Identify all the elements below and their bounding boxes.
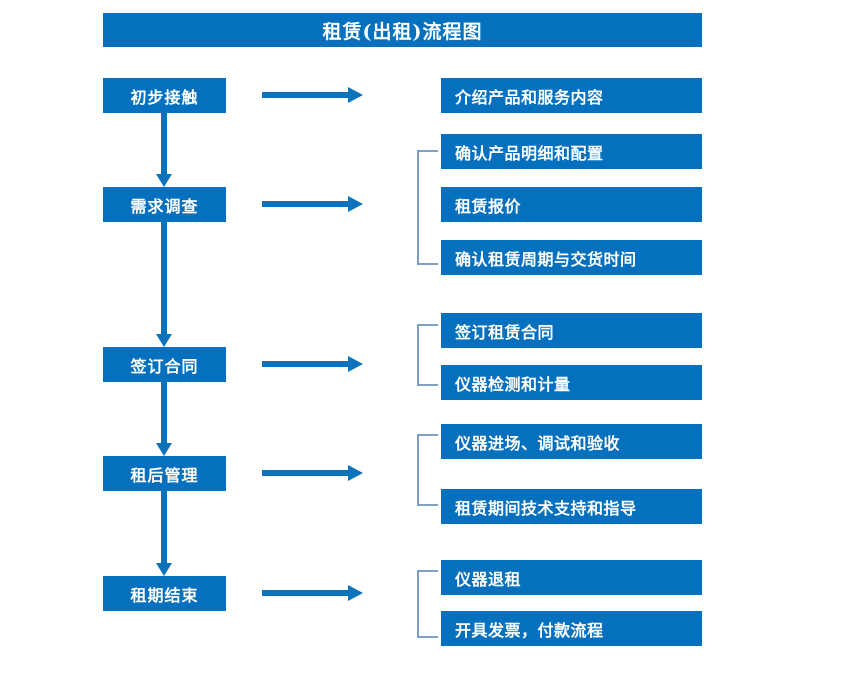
connector-survey-to-contract [156,222,172,347]
detail-label-instrument-return: 仪器退租 [455,569,522,589]
detail-label-rental-quotation: 租赁报价 [455,196,522,216]
detail-box-instrument-return[interactable]: 仪器退租 [441,560,702,595]
detail-label-introduce-products: 介绍产品和服务内容 [455,87,604,107]
arrow-right-post-rental-management [262,465,363,481]
arrow-shaft [262,590,350,596]
group-bracket-post-rental-management [417,434,438,506]
arrow-head [348,87,363,103]
arrow-head [348,585,363,601]
detail-box-confirm-product-spec[interactable]: 确认产品明细和配置 [441,134,702,169]
detail-box-instrument-entry-commissioning[interactable]: 仪器进场、调试和验收 [441,424,702,459]
detail-box-invoice-payment[interactable]: 开具发票，付款流程 [441,611,702,646]
stage-box-initial-contact[interactable]: 初步接触 [103,78,226,113]
arrow-shaft [262,361,350,367]
arrow-head [156,443,172,456]
bracket-spine [417,434,419,506]
bracket-tick-top [417,150,438,152]
bracket-tick-bottom [417,384,438,386]
bracket-spine [417,324,419,386]
group-bracket-needs-survey [417,150,438,265]
stage-label-post-rental-management: 租后管理 [130,465,199,485]
bracket-tick-bottom [417,636,438,638]
arrow-shaft [161,382,167,443]
arrow-shaft [161,491,167,563]
stage-box-needs-survey[interactable]: 需求调查 [103,187,226,222]
bracket-spine [417,570,419,638]
arrow-right-needs-survey [262,196,363,212]
arrow-head [348,356,363,372]
arrow-shaft [262,92,350,98]
detail-box-instrument-inspection[interactable]: 仪器检测和计量 [441,365,702,400]
bracket-tick-bottom [417,263,438,265]
detail-box-rental-quotation[interactable]: 租赁报价 [441,187,702,222]
detail-label-instrument-entry-commissioning: 仪器进场、调试和验收 [455,433,621,453]
stage-label-rental-end: 租期结束 [130,585,199,605]
bracket-tick-top [417,570,438,572]
arrow-shaft [262,470,350,476]
detail-box-sign-rental-contract[interactable]: 签订租赁合同 [441,313,702,348]
arrow-right-initial-contact [262,87,363,103]
detail-box-introduce-products[interactable]: 介绍产品和服务内容 [441,78,702,113]
detail-label-technical-support: 租赁期间技术支持和指导 [455,498,637,518]
detail-box-technical-support[interactable]: 租赁期间技术支持和指导 [441,489,702,524]
stage-label-sign-contract: 签订合同 [130,356,199,376]
detail-label-confirm-product-spec: 确认产品明细和配置 [455,143,604,163]
arrow-shaft [161,113,167,174]
detail-label-sign-rental-contract: 签订租赁合同 [455,322,555,342]
arrow-head [156,334,172,347]
arrow-head [348,196,363,212]
detail-label-instrument-inspection: 仪器检测和计量 [455,374,571,394]
detail-label-invoice-payment: 开具发票，付款流程 [455,620,604,640]
arrow-shaft [262,201,350,207]
bracket-tick-top [417,434,438,436]
arrow-shaft [161,222,167,334]
arrow-head [156,563,172,576]
arrow-right-sign-contract [262,356,363,372]
stage-label-initial-contact: 初步接触 [130,87,199,107]
connector-management-to-end [156,491,172,576]
diagram-title-bar: 租赁(出租)流程图 [103,13,702,47]
arrow-right-rental-end [262,585,363,601]
diagram-title: 租赁(出租)流程图 [322,20,483,43]
arrow-head [348,465,363,481]
arrow-head [156,174,172,187]
bracket-tick-top [417,324,438,326]
bracket-spine [417,150,419,265]
connector-contact-to-survey [156,113,172,187]
stage-box-post-rental-management[interactable]: 租后管理 [103,456,226,491]
stage-box-sign-contract[interactable]: 签订合同 [103,347,226,382]
connector-contract-to-management [156,382,172,456]
group-bracket-rental-end [417,570,438,638]
bracket-tick-bottom [417,504,438,506]
stage-label-needs-survey: 需求调查 [130,196,199,216]
detail-box-confirm-period-delivery[interactable]: 确认租赁周期与交货时间 [441,240,702,275]
group-bracket-sign-contract [417,324,438,386]
detail-label-confirm-period-delivery: 确认租赁周期与交货时间 [455,249,637,269]
stage-box-rental-end[interactable]: 租期结束 [103,576,226,611]
